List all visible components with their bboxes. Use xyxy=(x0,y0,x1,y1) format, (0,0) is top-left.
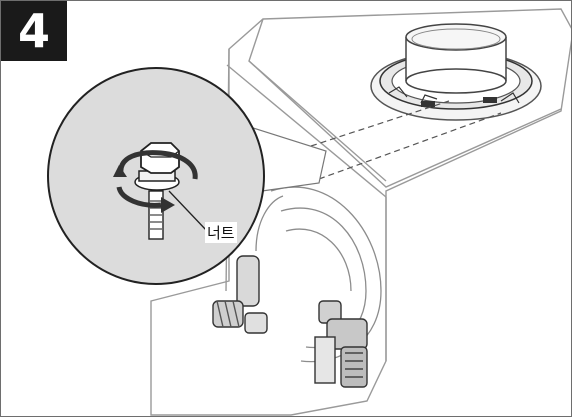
step-number-badge: 4 xyxy=(1,1,67,61)
callout-leader xyxy=(168,190,208,232)
top-round-fitting xyxy=(370,23,542,121)
nut-callout-label: 너트 xyxy=(205,222,237,243)
rotate-arrow-icon xyxy=(113,150,198,213)
bolt-icon xyxy=(148,190,164,240)
nut-icon xyxy=(134,142,180,191)
projection-lines xyxy=(310,100,502,180)
interior-pipes xyxy=(212,255,368,388)
